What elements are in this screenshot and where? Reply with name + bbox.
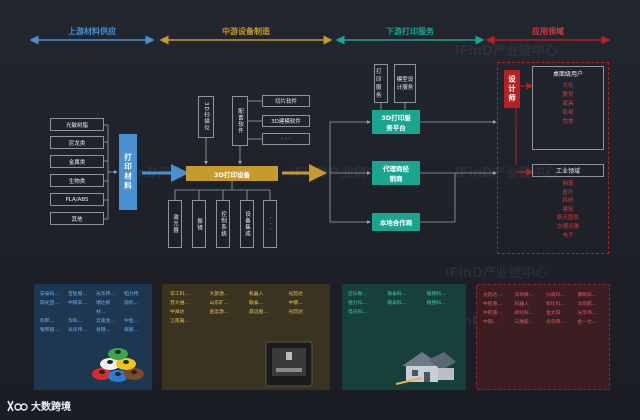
local-partners: 本地合作商 [372,213,420,231]
industrial-title: 工业领域 [532,164,604,177]
application-companies-panel: 光韵达...深圳数...兴森科...康缘科... 中航重...机器人新纶科...… [476,284,610,390]
model-design-box: 模型设计服务 [394,64,416,103]
component-item: 设备集成 [240,200,254,248]
equipment-company-list: 华工科...大族激...机器人光韵达 苏大维...山东矿...联泰...中钢..… [170,292,303,324]
midstream-header: 中游设备制造 [222,27,270,36]
industrial-list: 制造 医疗 科研 建筑 航天国防 交通运输 电子 · · · [556,181,579,248]
industrial-panel: 工业领域 制造 医疗 科研 建筑 航天国防 交通运输 电子 · · · [532,164,604,250]
materials-title: 打印材料 [119,134,137,210]
component-item: 控制系统 [216,200,230,248]
software-group-box: 配套软件 [232,96,248,146]
house-model-image [395,352,456,385]
upstream-header: 上游材料供应 [68,27,116,36]
desktop-users-panel: 桌面级用户 文化 教育 家具 影视 饮食 [532,66,604,150]
downstream-header: 下游打印服务 [386,27,434,36]
brand-logo-icon [7,400,28,411]
services-company-list: 迈乐数...联泰科...银禧科... 恒力科...联泰科...银禧科... 电光… [348,292,446,315]
material-item: 光敏树脂 [50,118,104,131]
brand-logo-text: 大数跨境 [31,402,71,413]
services-companies-panel: 迈乐数...联泰科...银禧科... 恒力科...联泰科...银禧科... 电光… [342,284,466,390]
application-company-list: 光韵达...深圳数...兴森科...康缘科... 中航重...机器人新纶科...… [483,293,597,325]
material-item: 尼龙类 [50,136,104,149]
print-service-box: 打印服务 [374,64,388,103]
material-item: 其他 [50,212,104,225]
watermark: iFinD产业链中心 [455,44,558,59]
slicing-software: 切片软件 [262,95,310,107]
component-item: 激光器 [168,200,182,248]
desktop-users-list: 文化 教育 家具 影视 饮食 [562,83,574,126]
watermark: iFinD产业链中心 [445,266,548,281]
service-platform: 3D打印服务平台 [372,110,420,134]
materials-company-list: 安泰科...宝钛股...光华伟...铂力特 阳光塑...中研非...瑞达新材..… [40,292,139,333]
3d-printer-image [265,341,313,387]
designer-box: 设计师 [504,70,520,108]
material-item: 金属类 [50,155,104,168]
component-item: 振镜 [192,200,206,248]
filament-spools-image [92,348,144,382]
brand-logo: 大数跨境 [6,398,71,413]
modeling-software: 3D建模软件 [262,115,310,127]
application-header: 应用领域 [532,27,564,36]
application-frame [497,62,609,254]
component-item: · · · [263,200,277,248]
scanner-box: 3D扫描仪 [198,96,214,138]
materials-companies-panel: 安泰科...宝钛股...光华伟...铂力特 阳光塑...中研非...瑞达新材..… [34,284,152,390]
material-item: PLA/ABS [50,193,104,206]
printer-device: 3D打印设备 [186,166,278,181]
agents-distributors: 代理商经销商 [372,161,420,185]
software-more: · · · [262,133,310,145]
desktop-users-title: 桌面级用户 [552,71,583,78]
material-item: 生物类 [50,174,104,187]
equipment-companies-panel: 华工科...大族激...机器人光韵达 苏大维...山东矿...联泰...中钢..… [162,284,330,390]
